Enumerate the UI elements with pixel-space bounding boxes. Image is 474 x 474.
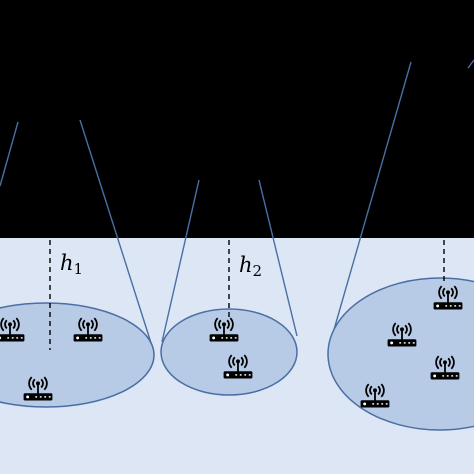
- coverage-cell-2: [160, 308, 298, 396]
- beam-line: [161, 179, 200, 343]
- label-h1: h1: [60, 251, 83, 278]
- coverage-cell-3: [327, 277, 474, 431]
- label-h2: h2: [239, 253, 262, 280]
- beam-line: [79, 119, 153, 347]
- sky-region: [0, 0, 474, 238]
- beam-line: [467, 59, 474, 69]
- beam-line: [330, 61, 412, 341]
- beam-lines: [0, 59, 474, 347]
- beam-line: [0, 121, 19, 187]
- beam-line: [258, 179, 298, 337]
- coverage-cell-1: [0, 302, 155, 408]
- altitude-lines: [49, 240, 445, 350]
